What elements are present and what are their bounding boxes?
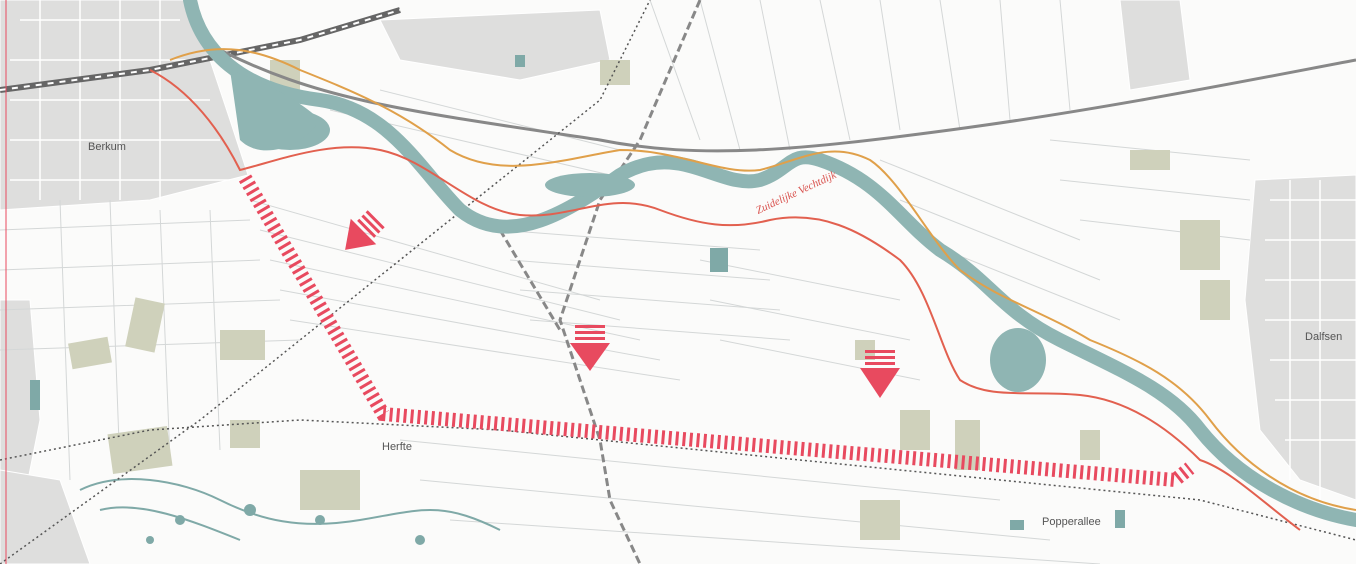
flow-direction-arrow <box>345 210 385 250</box>
place-label-popperallee: Popperallee <box>1042 516 1101 528</box>
urban-dalfsen <box>1244 174 1356 501</box>
main-road <box>219 48 1356 153</box>
urban-south-west <box>0 469 91 564</box>
flow-arrows <box>345 210 900 398</box>
urban-north <box>379 9 611 81</box>
place-label-berkum: Berkum <box>88 141 126 153</box>
urban-north-east <box>1119 0 1191 91</box>
place-label-herfte: Herfte <box>382 441 412 453</box>
flow-direction-arrow <box>860 350 900 398</box>
green-patches <box>68 60 1230 540</box>
river-vecht <box>183 0 1356 527</box>
wetland-outlines <box>79 478 501 541</box>
place-label-dalfsen: Dalfsen <box>1305 331 1342 343</box>
river-oxbows <box>230 70 1046 392</box>
parcel-lines <box>0 0 1251 564</box>
flow-direction-arrow <box>570 325 610 371</box>
secondary-roads <box>498 0 702 564</box>
urban-grid <box>10 0 1356 500</box>
red-route <box>149 69 1301 531</box>
orange-route <box>169 48 1356 511</box>
